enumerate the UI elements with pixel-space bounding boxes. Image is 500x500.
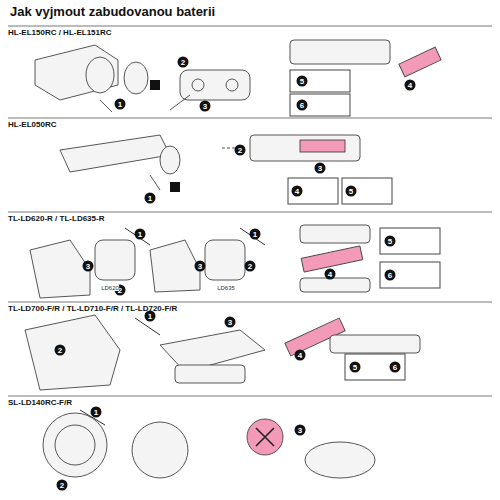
tool-icons [150,70,440,380]
callout-number: 3 [195,261,206,272]
callout-number: 3 [83,261,94,272]
callout-number: 6 [297,100,308,111]
rule [8,26,492,27]
callout-number: 4 [405,80,416,91]
callout-number: 5 [350,362,361,373]
callout-number: 2 [55,345,66,356]
callout-number: 2 [57,480,68,491]
callout-number: 1 [135,229,146,240]
callout-number: 4 [292,186,303,197]
callout-number: 3 [225,317,236,328]
callout-number: 2 [178,57,189,68]
rule [8,396,492,397]
section-heading: SL-LD140RC-F/R [8,398,74,407]
callout-number: 6 [390,362,401,373]
rule [8,302,492,303]
callout-number: 5 [297,76,308,87]
callout-number: 3 [295,425,306,436]
callout-number: 4 [325,269,336,280]
callout-number: 3 [200,101,211,112]
callout-number: 3 [315,163,326,174]
section-heading: HL-EL050RC [8,120,58,129]
figures [25,40,441,478]
model-label: LD635 [217,285,235,291]
callout-number: 5 [346,186,357,197]
rule [8,212,492,213]
callout-number: 2 [235,145,246,156]
callout-number: 6 [385,270,396,281]
callout-number: 2 [245,261,256,272]
rule [8,118,492,119]
callout-number: 1 [145,193,156,204]
callout-number: 1 [145,311,156,322]
page-title: Jak vyjmout zabudovanou baterii [10,4,215,19]
hammer-symbols [80,228,265,425]
callout-number: 4 [295,350,306,361]
callout-number: 1 [115,99,126,110]
callout-number: 1 [91,407,102,418]
callout-number: 5 [385,236,396,247]
callout-number: 1 [250,229,261,240]
model-label: LD620 [101,285,119,291]
section-heading: HL-EL150RC / HL-EL151RC [8,28,114,37]
section-heading: TL-LD620-R / TL-LD635-R [8,214,106,223]
